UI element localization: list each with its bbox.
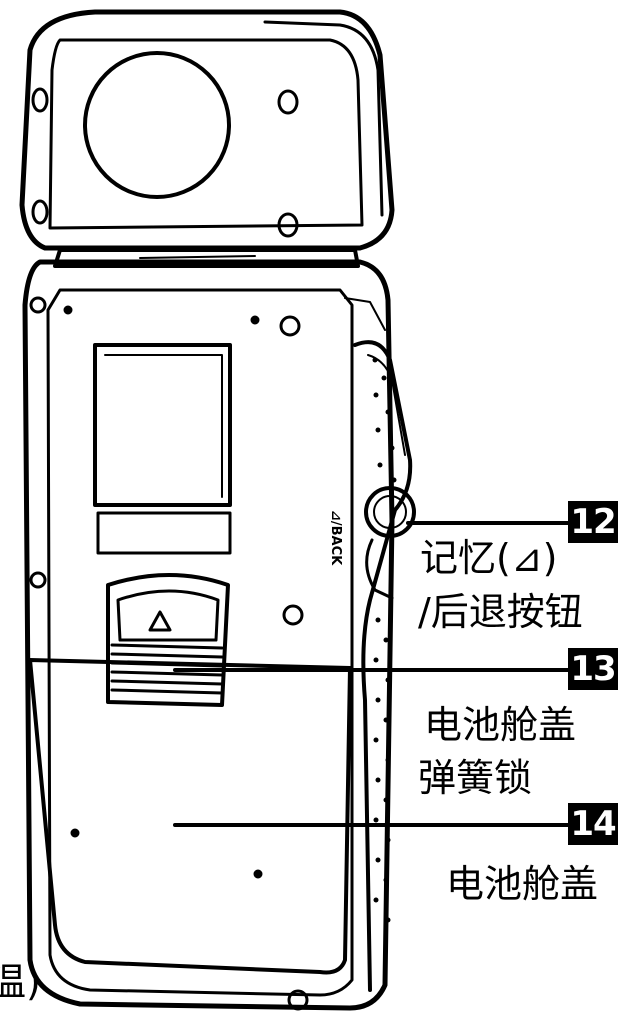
side-marking: ⊿/BACK	[328, 510, 343, 566]
memory-back-button	[364, 486, 416, 538]
cutoff-text-fragment: 温)	[0, 960, 41, 1004]
callout-number-13: 13	[568, 648, 618, 690]
callout-label-13-line1: 电池舱盖	[424, 703, 577, 747]
callout-number-12: 12	[568, 501, 618, 543]
callout-number-14: 14	[568, 803, 618, 845]
callout-label-12-line1: 记忆(⊿)	[420, 536, 558, 580]
battery-cover-outline	[28, 658, 352, 975]
callout-label-13-line2: 弹簧锁	[418, 756, 533, 800]
light-sensor-dome	[83, 51, 231, 199]
side-grip-dots	[372, 357, 397, 923]
lcd-window	[93, 343, 232, 507]
meter-head	[19, 9, 395, 251]
meter-body	[22, 259, 416, 1011]
callout-label-14-line1: 电池舱盖	[446, 862, 599, 906]
callout-label-12-line2: /后退按钮	[418, 590, 583, 634]
